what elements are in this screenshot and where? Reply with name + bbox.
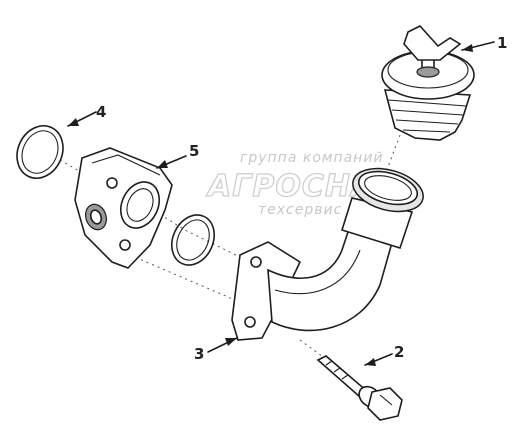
callout-3: 3: [194, 337, 238, 363]
callout-2: 2: [364, 343, 404, 366]
part-3-elbow-pipe: [231, 167, 424, 341]
watermark-line1: группа компаний: [240, 150, 384, 166]
callout-1: 1: [461, 34, 507, 52]
callout-2-label: 2: [394, 343, 404, 361]
part-1-thermostat: [381, 25, 475, 141]
callout-5: 5: [156, 142, 199, 169]
callout-5-label: 5: [189, 142, 199, 160]
callout-4: 4: [67, 103, 106, 127]
callout-4-label: 4: [96, 103, 106, 121]
watermark-line3: техсервис: [258, 202, 342, 218]
part-5-thermostat-housing: [74, 147, 173, 269]
part-4-o-ring: [16, 125, 64, 179]
part-o-ring-middle: [171, 214, 215, 266]
callout-3-label: 3: [194, 345, 204, 363]
part-2-bolt: [316, 355, 403, 421]
callout-1-label: 1: [497, 34, 507, 52]
